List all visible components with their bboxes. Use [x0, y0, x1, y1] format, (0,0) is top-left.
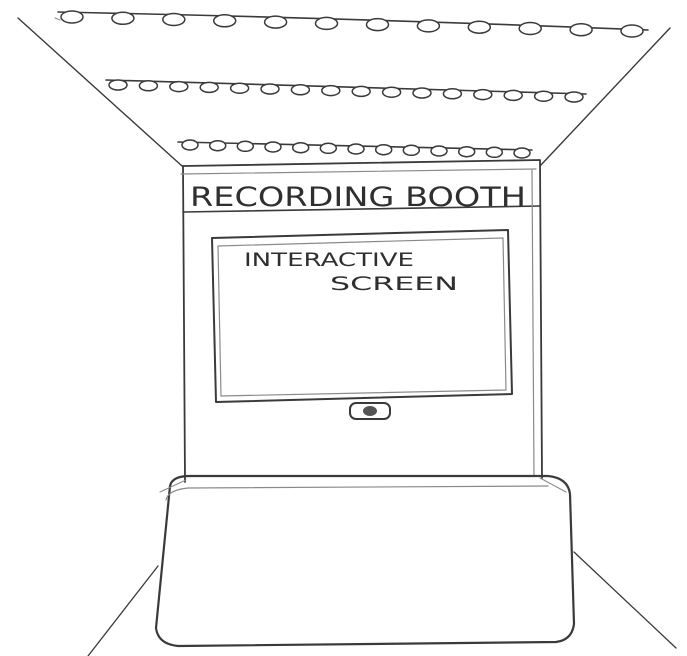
light-row-top — [61, 11, 643, 37]
light-bulb — [352, 86, 370, 96]
light-row-middle — [109, 80, 583, 102]
light-bulb — [486, 147, 502, 157]
light-bulb — [413, 88, 431, 98]
booth-shade-right — [532, 170, 534, 476]
booth-top-edge — [181, 169, 536, 174]
bench-edge — [166, 486, 548, 500]
light-bulb — [443, 89, 461, 99]
light-bulb — [468, 21, 490, 33]
light-bulb — [565, 92, 583, 102]
light-bulb — [316, 17, 338, 29]
camera-icon — [350, 403, 390, 419]
screen-text-line1: INTERACTIVE — [244, 249, 414, 271]
light-bulb — [291, 85, 309, 95]
light-bulb — [459, 147, 475, 157]
light-bulb — [417, 20, 439, 32]
booth-label: RECORDING BOOTH — [190, 182, 526, 213]
light-bulb — [109, 80, 127, 90]
light-bulb — [535, 91, 553, 101]
light-bulb — [322, 86, 340, 96]
light-bulb — [265, 142, 281, 152]
light-bulb — [621, 25, 643, 37]
light-bulb — [519, 23, 541, 35]
light-bulb — [139, 81, 157, 91]
light-bulb — [237, 141, 253, 151]
light-bulb — [348, 144, 364, 154]
light-bulb — [214, 15, 236, 27]
bench — [156, 476, 574, 646]
light-bulb — [431, 146, 447, 156]
light-bulb — [570, 24, 592, 36]
light-bulb — [210, 141, 226, 151]
light-bulb — [320, 143, 336, 153]
light-bulb — [504, 90, 522, 100]
light-bulb — [383, 87, 401, 97]
light-bulb — [261, 84, 279, 94]
light-bulb — [170, 82, 188, 92]
light-bulb — [182, 140, 198, 150]
light-bulb — [200, 82, 218, 92]
light-rail-top — [58, 12, 648, 30]
light-bulb — [403, 145, 419, 155]
light-bulb — [231, 83, 249, 93]
booth-outline-left — [183, 166, 185, 482]
bench-seat — [156, 476, 574, 646]
screen-text-line2: SCREEN — [330, 273, 458, 295]
light-bulb — [293, 143, 309, 153]
light-bulb — [61, 11, 83, 23]
light-bulb — [265, 16, 287, 28]
light-bulb — [514, 148, 530, 158]
light-bulb — [474, 90, 492, 100]
light-bulb — [112, 12, 134, 24]
light-bulb — [376, 145, 392, 155]
light-bulb — [367, 19, 389, 31]
interactive-screen[interactable]: INTERACTIVE SCREEN — [212, 230, 512, 402]
light-bulb — [163, 14, 185, 26]
floor-perspective — [88, 478, 676, 656]
